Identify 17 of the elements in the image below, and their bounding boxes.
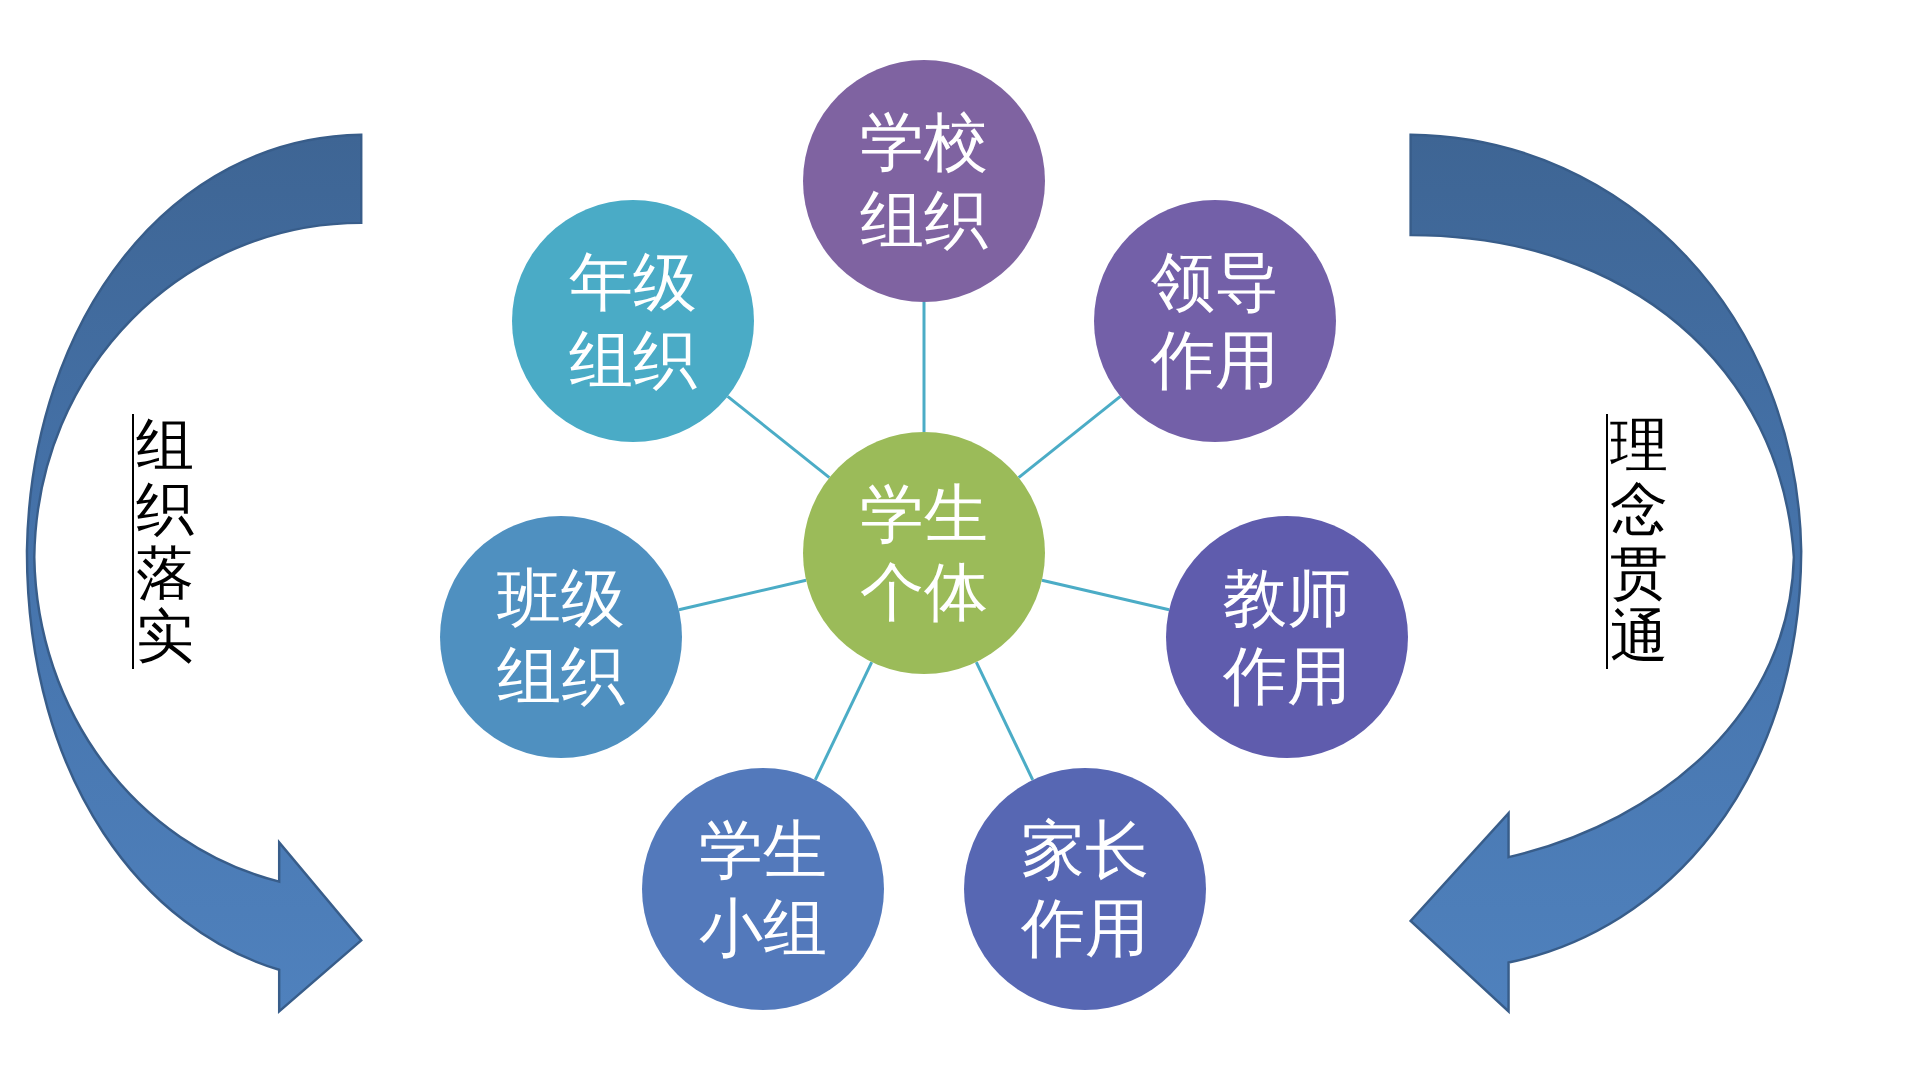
connector-line [726,395,831,479]
node-label: 学生个体 [859,475,989,631]
node-label: 年级组织 [568,243,698,399]
connector-line [922,302,926,432]
node-label: 教师作用 [1222,559,1352,715]
node-label: 领导作用 [1150,243,1280,399]
node-label: 学校组织 [859,103,989,259]
node-label: 班级组织 [496,559,626,715]
node-label: 家长作用 [1020,811,1150,967]
connector-line [678,578,807,612]
node-label: 学生小组 [698,811,828,967]
vertical-label: 组织落实 [132,414,194,670]
connector-line [813,661,874,781]
connector-line [974,661,1035,781]
connector-line [1017,395,1122,479]
connector-line [1041,578,1170,612]
vertical-label: 理念贯通 [1606,414,1668,670]
